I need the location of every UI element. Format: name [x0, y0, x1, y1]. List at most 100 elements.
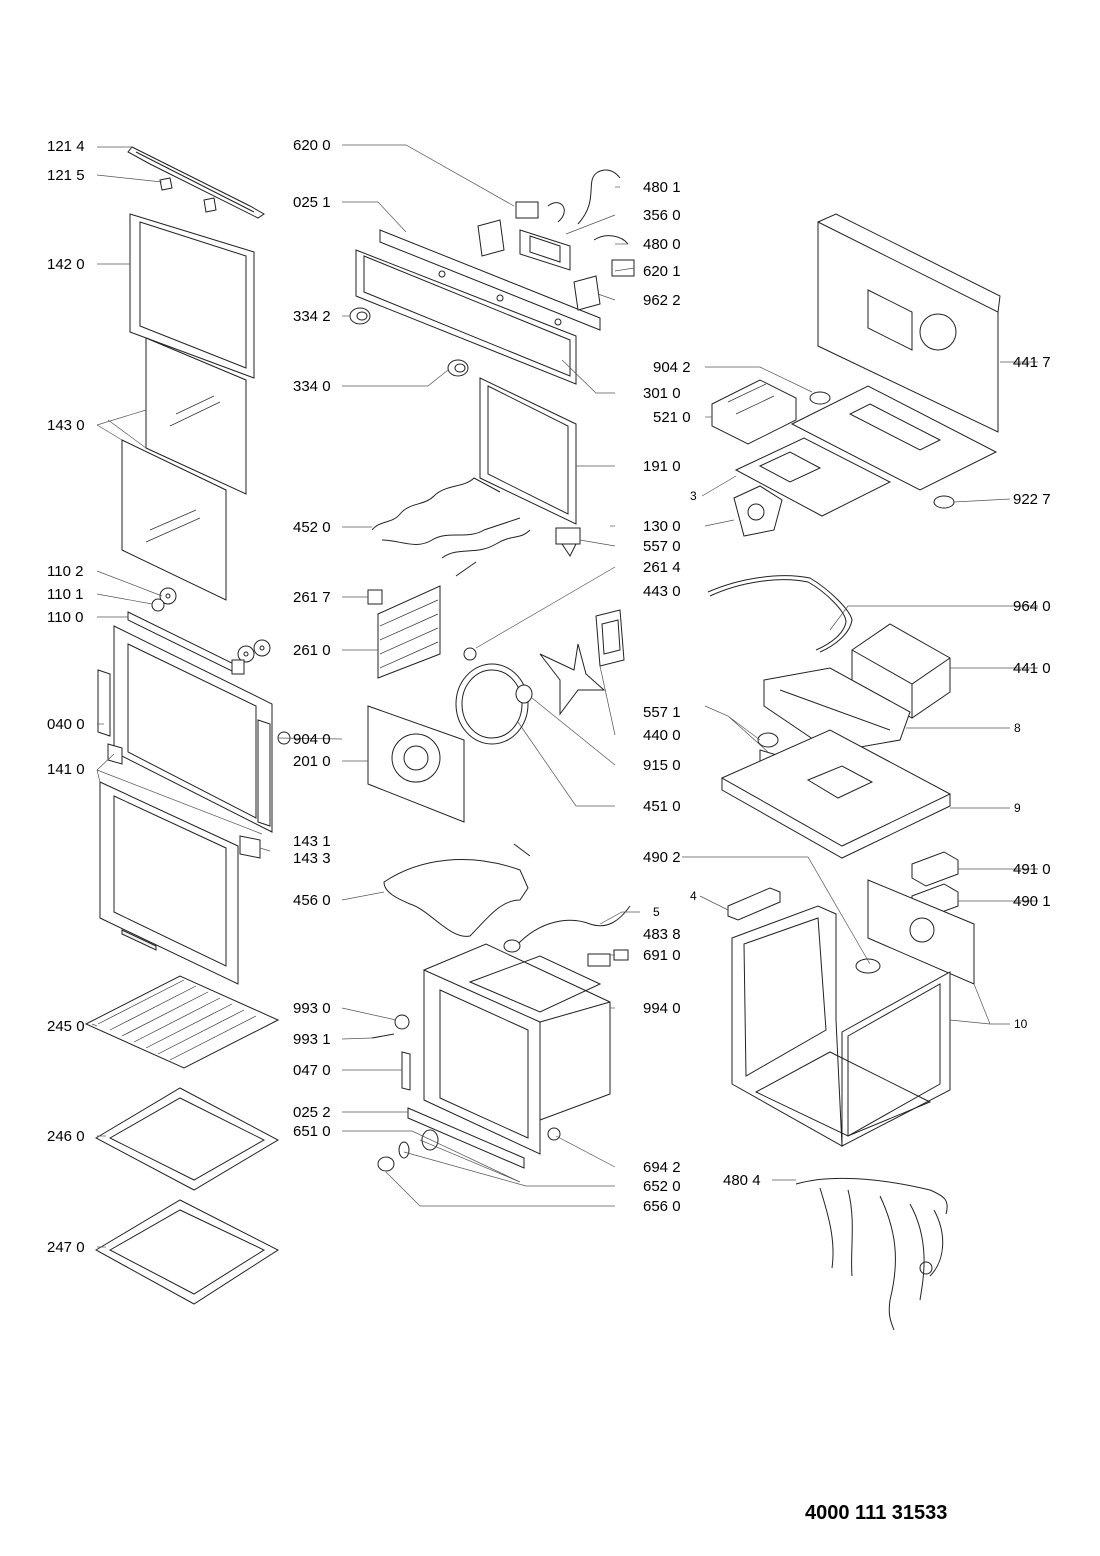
door-hinges-040	[97, 669, 291, 827]
door-top-trim	[127, 146, 265, 219]
insulation-pad-4	[727, 887, 781, 921]
outer-door-panel	[99, 781, 239, 985]
label-8: 8	[1014, 721, 1021, 735]
drain-hose-964	[707, 575, 853, 653]
power-board-521	[711, 379, 797, 445]
label-904-2: 904 2	[653, 359, 691, 376]
document-number: 4000 111 31533	[805, 1502, 948, 1524]
bottom-plate-9	[720, 729, 952, 859]
fan-bushing-915	[515, 684, 533, 704]
label-993-0: 993 0	[293, 1000, 331, 1017]
wiring-loops-480	[547, 169, 629, 245]
label-656-0: 656 0	[643, 1198, 681, 1215]
label-143-0: 143 0	[47, 417, 85, 434]
control-knob-parts-651	[377, 1129, 439, 1172]
label-5: 5	[653, 905, 660, 919]
display-module-356	[519, 229, 571, 271]
label-904-0: 904 0	[293, 731, 331, 748]
label-121-4: 121 4	[47, 138, 85, 155]
control-panel-frame-025	[355, 229, 601, 385]
air-duct-8	[763, 667, 911, 753]
label-620-1: 620 1	[643, 263, 681, 280]
label-993-1: 993 1	[293, 1031, 331, 1048]
wire-rack-245	[84, 975, 280, 1069]
label-441-7: 441 7	[1013, 354, 1051, 371]
label-025-2: 025 2	[293, 1104, 331, 1121]
label-047-0: 047 0	[293, 1062, 331, 1079]
label-490-1: 490 1	[1013, 893, 1051, 910]
label-040-0: 040 0	[47, 716, 85, 733]
label-143-1: 143 1	[293, 833, 331, 850]
lamp-cover-443	[463, 647, 477, 661]
door-top-clips	[159, 177, 217, 213]
label-651-0: 651 0	[293, 1123, 331, 1140]
middle-glass-143	[145, 337, 247, 495]
label-143-3: 143 3	[293, 850, 331, 867]
label-441-0: 441 0	[1013, 660, 1051, 677]
insulation-plate-3	[734, 437, 892, 517]
top-grill-element-452	[371, 477, 531, 577]
outer-glass-143	[121, 439, 227, 601]
label-334-0: 334 0	[293, 378, 331, 395]
door-bushings	[151, 587, 271, 663]
label-201-0: 201 0	[293, 753, 331, 770]
label-964-0: 964 0	[1013, 598, 1051, 615]
door-frame-141	[113, 625, 273, 833]
label-245-0: 245 0	[47, 1018, 85, 1035]
label-261-4: 261 4	[643, 559, 681, 576]
label-142-0: 142 0	[47, 256, 85, 273]
leader-lines	[91, 144, 1038, 1248]
label-521-0: 521 0	[653, 409, 691, 426]
label-261-0: 261 0	[293, 642, 331, 659]
bottom-trim-025	[407, 1107, 525, 1169]
outer-casing	[731, 905, 951, 1147]
deep-tray-247	[94, 1199, 280, 1305]
label-110-0: 110 0	[47, 609, 84, 626]
thermostat-557	[555, 527, 581, 557]
label-3: 3	[690, 489, 697, 503]
inner-glass-142	[129, 213, 255, 379]
label-246-0: 246 0	[47, 1128, 85, 1145]
label-557-1: 557 1	[643, 704, 681, 721]
label-915-0: 915 0	[643, 757, 681, 774]
label-994-0: 994 0	[643, 1000, 681, 1017]
bottom-heater-456	[383, 843, 531, 937]
label-922-7: 922 7	[1013, 491, 1051, 508]
label-261-7: 261 7	[293, 589, 331, 606]
label-691-0: 691 0	[643, 947, 681, 964]
baking-tray-246	[94, 1087, 280, 1191]
label-121-5: 121 5	[47, 167, 85, 184]
label-191-0: 191 0	[643, 458, 681, 475]
label-443-0: 443 0	[643, 583, 681, 600]
label-110-2: 110 2	[47, 563, 84, 580]
label-480-0: 480 0	[643, 236, 681, 253]
cooling-fan-130	[733, 485, 783, 537]
fan-cover-201	[367, 705, 465, 823]
label-491-0: 491 0	[1013, 861, 1051, 878]
label-10: 10	[1014, 1017, 1028, 1031]
door-seal-191	[479, 377, 577, 525]
label-356-0: 356 0	[643, 207, 681, 224]
side-rail-lamp-261	[367, 585, 441, 679]
grommet-490	[855, 958, 881, 974]
label-451-0: 451 0	[643, 798, 681, 815]
cavity-accessories-993	[371, 1014, 411, 1091]
label-483-8: 483 8	[643, 926, 681, 943]
selector-switches-620	[477, 201, 635, 311]
label-025-1: 025 1	[293, 194, 331, 211]
label-9: 9	[1014, 801, 1021, 815]
label-301-0: 301 0	[643, 385, 681, 402]
label-334-2: 334 2	[293, 308, 331, 325]
label-620-0: 620 0	[293, 137, 331, 154]
terminal-block-691	[587, 949, 629, 967]
label-480-1: 480 1	[643, 179, 681, 196]
label-557-0: 557 0	[643, 538, 681, 555]
label-110-1: 110 1	[47, 586, 84, 603]
label-652-0: 652 0	[643, 1178, 681, 1195]
fan-blade	[539, 643, 606, 716]
label-452-0: 452 0	[293, 519, 331, 536]
label-440-0: 440 0	[643, 727, 681, 744]
top-cover-plate	[790, 385, 998, 491]
